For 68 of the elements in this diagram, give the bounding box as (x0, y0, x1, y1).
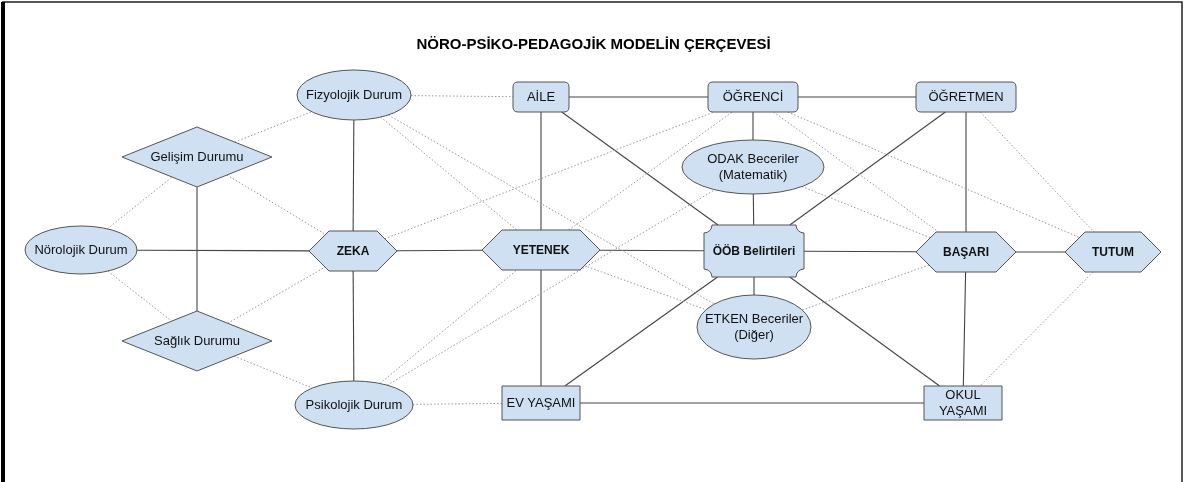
node-label: ZEKA (336, 243, 370, 259)
ellipse-node (697, 295, 811, 359)
decision-diamond (122, 311, 272, 371)
node-label: Sağlık Durumu (154, 333, 240, 349)
ellipse-node (25, 226, 137, 274)
node-label: YETENEK (512, 242, 570, 258)
connector-line (965, 111, 967, 233)
connector-line (752, 111, 754, 141)
connector-line (797, 96, 917, 98)
hexagon-node (1065, 232, 1161, 272)
plaque-box (704, 225, 804, 277)
connector-line (962, 271, 967, 387)
ellipse-node (682, 140, 824, 194)
dotted-connector (773, 111, 939, 233)
node-label: OKUL YAŞAMI (937, 387, 989, 419)
connector-line (599, 249, 705, 252)
connector-line (753, 276, 755, 296)
node-label: EV YAŞAMI (506, 395, 576, 411)
rounded-box (708, 82, 798, 112)
dotted-connector (234, 111, 313, 143)
process-box (502, 386, 580, 420)
connector-line (789, 276, 941, 387)
connector-line (1015, 251, 1066, 253)
node-label: Psikolojik Durum (305, 397, 403, 413)
connector-line (803, 250, 917, 253)
node-label: Fizyolojik Durum (305, 87, 403, 103)
node-label: AİLE (526, 89, 556, 105)
process-box (924, 386, 1002, 420)
node-label: ETKEN Beceriler (Diğer) (704, 311, 804, 343)
node-label: ODAK Beceriler (Matematik) (706, 151, 800, 183)
connector-line (564, 276, 719, 387)
diagram-title: NÖRO-PSİKO-PEDAGOJİK MODELİN ÇERÇEVESİ (415, 35, 772, 52)
connector-line (568, 96, 709, 98)
node-label: ÖĞRETMEN (928, 89, 1004, 105)
node-label: TUTUM (1092, 244, 1134, 260)
dotted-connector (979, 271, 1094, 387)
dotted-connector (227, 266, 326, 324)
node-label: ÖÖB Belirtileri (712, 243, 796, 259)
hexagon-node (309, 231, 397, 271)
node-label: Nörolojik Durum (34, 242, 128, 258)
dotted-connector (386, 189, 716, 386)
node-label: ÖĞRENCİ (722, 89, 784, 105)
connector-line (396, 249, 483, 252)
connector-line (196, 186, 198, 312)
connector-line (540, 111, 542, 231)
rounded-box (916, 82, 1016, 112)
connector-line (579, 402, 925, 404)
dotted-connector (233, 355, 313, 389)
hexagon-node (482, 230, 600, 270)
connector-line (352, 270, 355, 382)
dotted-connector (384, 111, 715, 240)
dotted-connector (107, 270, 173, 322)
rounded-box (513, 82, 569, 112)
node-label: BAŞARI (943, 244, 989, 260)
node-label: Gelişim Durumu (150, 149, 244, 165)
connector-line (752, 193, 755, 226)
dotted-connector (226, 174, 327, 235)
decision-diamond (122, 127, 272, 187)
ellipse-node (295, 381, 413, 429)
connector-line (561, 111, 719, 226)
connector-line (789, 111, 946, 226)
connector-line (540, 269, 542, 387)
hexagon-node (916, 232, 1016, 272)
dotted-connector (387, 114, 715, 305)
dotted-connector (379, 269, 518, 384)
connector-line (352, 119, 355, 232)
ellipse-node (297, 70, 411, 120)
connector-line (136, 249, 310, 252)
